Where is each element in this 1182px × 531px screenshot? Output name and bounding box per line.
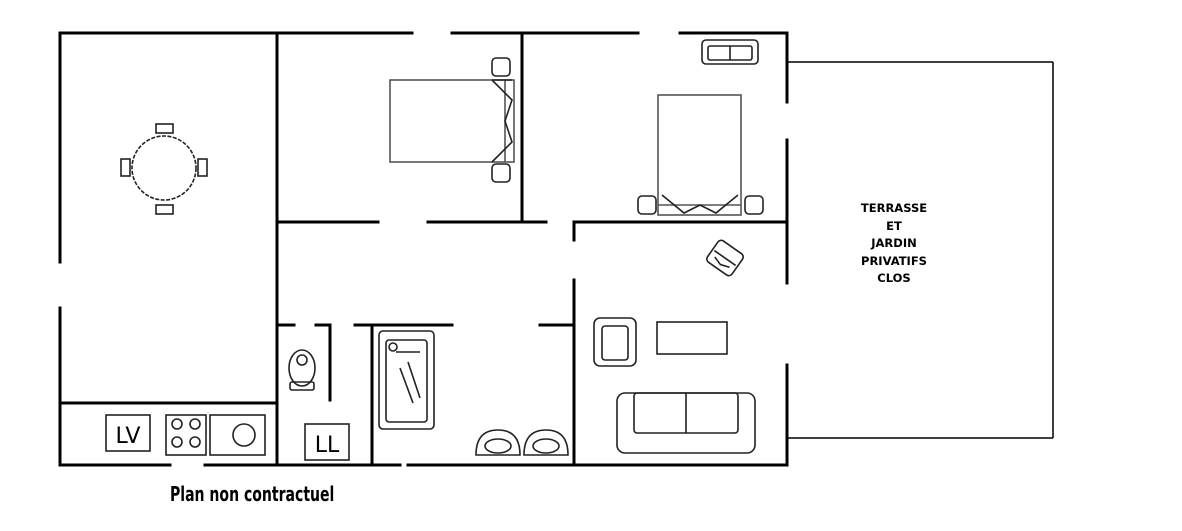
double-bed-2 [637,94,764,216]
nightstand [637,195,657,215]
plan-caption: Plan non contractuel [170,482,335,506]
dining-table [120,123,208,215]
washing-machine-label: LV [116,424,141,449]
chair [155,204,174,215]
wash-basin-1 [475,429,521,456]
terrace-label: TERRASSE ET JARDIN PRIVATIFS CLOS [836,200,952,288]
terrace-line: PRIVATIFS [861,253,927,268]
chair [155,123,174,134]
terrace-line: CLOS [877,271,911,285]
interior-walls [58,31,789,467]
terrace-line: JARDIN [871,236,917,250]
bench [701,39,759,65]
nightstand [744,195,764,215]
wash-basin-2 [523,429,569,456]
armchair [593,317,637,367]
terrace-outline [787,61,1054,439]
chair [197,158,208,177]
shower [378,330,435,430]
sink [209,414,266,456]
nightstand [491,57,511,77]
terrace-line: TERRASSE [860,201,928,215]
cooktop [165,414,207,456]
washing-machine: LV [105,414,151,452]
coffee-table [656,321,728,355]
armchair-small [706,239,744,277]
dishwasher: LL [304,423,350,461]
terrace-line: ET [886,218,902,233]
sofa [616,392,756,454]
chair [120,158,131,177]
outer-walls [58,31,789,467]
double-bed-1 [389,57,515,183]
dishwasher-label: LL [315,433,340,458]
toilet [288,349,316,391]
nightstand [491,163,511,183]
